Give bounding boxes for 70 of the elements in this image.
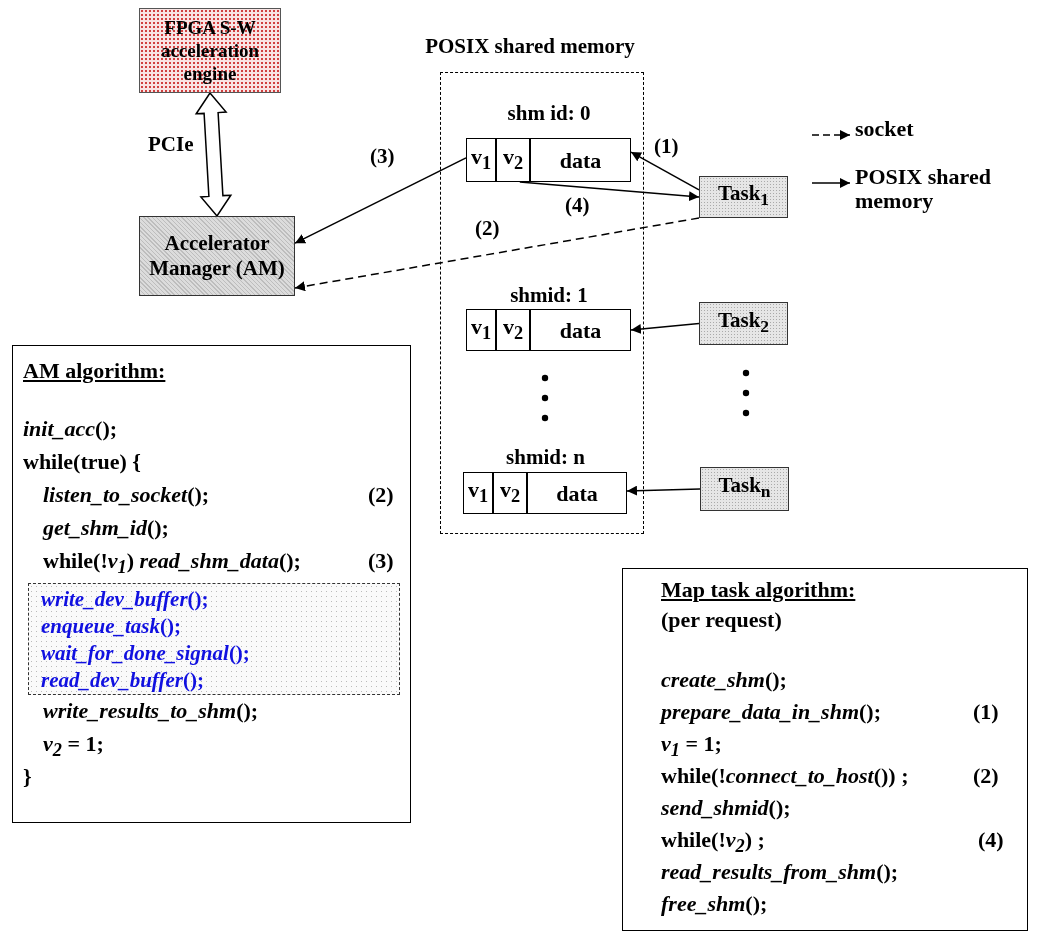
step-number: (1) bbox=[973, 699, 999, 725]
arrow bbox=[626, 485, 701, 496]
record-cell bbox=[493, 472, 527, 514]
record-cell bbox=[466, 138, 496, 182]
cell-label: v$_{2}$ bbox=[502, 313, 524, 346]
code-line: (per request) bbox=[661, 607, 782, 633]
step-number: (3) bbox=[368, 548, 394, 574]
step-number: (2) bbox=[368, 482, 394, 508]
code-line: while(!connect_to_host()) ; bbox=[661, 763, 909, 789]
arrow bbox=[630, 322, 700, 335]
code-line: free_shm(); bbox=[661, 891, 768, 917]
algorithm-box bbox=[12, 345, 411, 823]
box-label: Task$_{2}$ bbox=[717, 307, 770, 339]
algorithm-box bbox=[622, 568, 1028, 931]
code-line: while(true) { bbox=[23, 449, 142, 475]
legend-label: POSIX shared memory bbox=[855, 165, 992, 213]
record-cell bbox=[530, 138, 631, 182]
code-line: prepare_data_in_shm(); bbox=[661, 699, 881, 725]
region-heading: shmid: 1 bbox=[509, 282, 589, 308]
code-line: get_shm_id(); bbox=[43, 515, 169, 541]
manager-box bbox=[139, 216, 295, 296]
engine-box bbox=[139, 8, 281, 93]
record-cell bbox=[527, 472, 627, 514]
code-line: while(!v$_{1}$) read_shm_data(); bbox=[43, 548, 301, 580]
legend-label: socket bbox=[855, 117, 915, 141]
arrow bbox=[630, 151, 700, 191]
step-number: (4) bbox=[978, 827, 1004, 853]
code-line: write_results_to_shm(); bbox=[43, 698, 259, 724]
box-label: FPGA S-W acceleration engine bbox=[159, 16, 261, 85]
cell-label: v$_{1}$ bbox=[470, 143, 492, 176]
arrow bbox=[294, 157, 467, 244]
code-line: read_dev_buffer(); bbox=[41, 667, 204, 693]
region-heading: POSIX shared memory bbox=[424, 33, 636, 59]
record-cell bbox=[496, 309, 530, 351]
task-box bbox=[699, 302, 788, 345]
code-line: enqueue_task(); bbox=[41, 613, 181, 639]
code-line: } bbox=[23, 764, 32, 790]
code-line: v$_{2}$ = 1; bbox=[43, 731, 104, 763]
code-line: init_acc(); bbox=[23, 416, 118, 442]
cell-label: data bbox=[559, 317, 602, 343]
arrow bbox=[519, 181, 700, 202]
record-cell bbox=[530, 309, 631, 351]
code-line: listen_to_socket(); bbox=[43, 482, 210, 508]
code-line: while(!v$_{2}$) ; bbox=[661, 827, 765, 859]
box-label: Accelerator Manager (AM) bbox=[148, 231, 286, 281]
code-line: wait_for_done_signal(); bbox=[41, 640, 250, 666]
code-line: create_shm(); bbox=[661, 667, 787, 693]
box-label: Task$_{1}$ bbox=[717, 181, 770, 212]
box-heading: AM algorithm: bbox=[23, 358, 166, 384]
dashed-arrow bbox=[294, 217, 700, 292]
cell-label: v$_{1}$ bbox=[467, 476, 489, 509]
box-label: Task$_{n}$ bbox=[718, 473, 771, 504]
cell-label: data bbox=[556, 480, 598, 506]
double-arrow bbox=[194, 91, 233, 218]
cell-label: v$_{2}$ bbox=[499, 476, 521, 509]
code-line: v$_{1}$ = 1; bbox=[661, 731, 722, 763]
record-cell bbox=[496, 138, 530, 182]
dashed-code-block bbox=[28, 583, 400, 695]
task-box bbox=[699, 176, 788, 218]
region-heading: shm id: 0 bbox=[506, 100, 592, 126]
cell-label: v$_{1}$ bbox=[470, 313, 492, 346]
box-heading: Map task algorithm: bbox=[661, 577, 856, 603]
cell-label: v$_{2}$ bbox=[502, 143, 524, 176]
region-heading: shmid: n bbox=[505, 444, 586, 470]
task-box bbox=[700, 467, 789, 511]
code-line: send_shmid(); bbox=[661, 795, 791, 821]
code-line: write_dev_buffer(); bbox=[41, 586, 209, 612]
step-number: (2) bbox=[973, 763, 999, 789]
code-line: read_results_from_shm(); bbox=[661, 859, 899, 885]
cell-label: data bbox=[559, 147, 602, 173]
